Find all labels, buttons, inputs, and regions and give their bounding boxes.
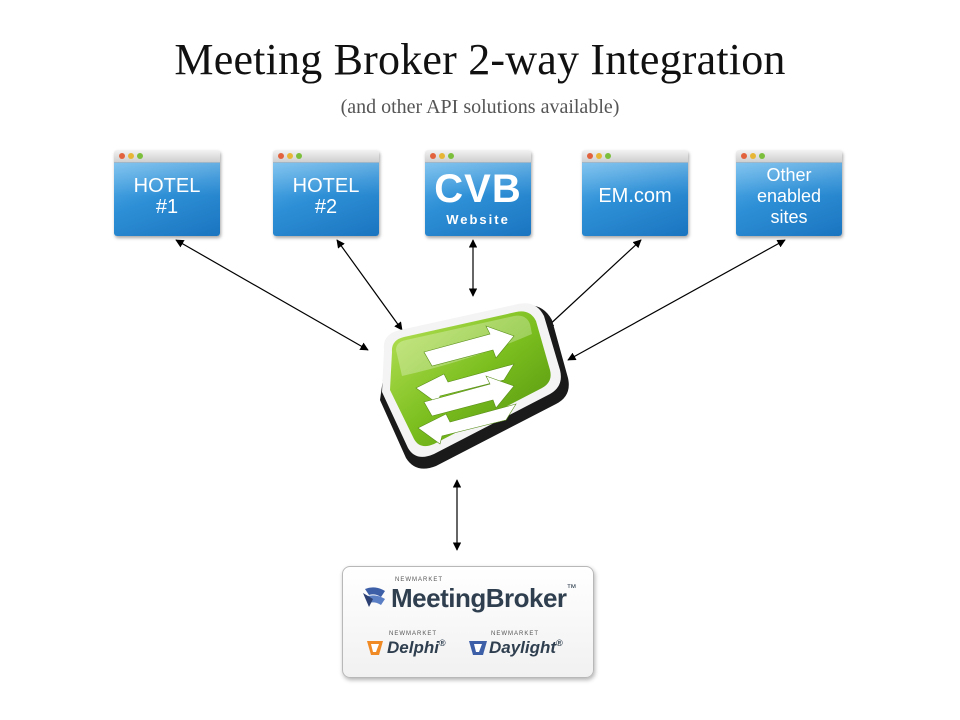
trademark-label: ™	[566, 583, 577, 594]
newmarket-small-label: NEWMARKET	[395, 577, 443, 583]
maximize-dot-icon	[605, 153, 611, 159]
meetingbroker-product: MeetingBroker™	[391, 583, 577, 614]
window-titlebar	[736, 150, 842, 163]
newmarket-small-label: NEWMARKET	[389, 631, 437, 637]
delphi-logo-icon	[367, 641, 383, 655]
maximize-dot-icon	[137, 153, 143, 159]
minimize-dot-icon	[596, 153, 602, 159]
close-dot-icon	[119, 153, 125, 159]
daylight-label: Daylight	[489, 638, 557, 657]
minimize-dot-icon	[439, 153, 445, 159]
hotel-1-line2: #1	[155, 196, 179, 218]
arrow-hotel-2	[336, 239, 403, 331]
meetingbroker-logo-icon	[363, 587, 385, 607]
maximize-dot-icon	[759, 153, 765, 159]
maximize-dot-icon	[448, 153, 454, 159]
cvb-website-card: CVB Website	[425, 150, 531, 236]
em-com-card: EM.com	[582, 150, 688, 236]
page-subtitle: (and other API solutions available)	[340, 96, 620, 118]
other-sites-line: sites	[770, 207, 808, 227]
hotel-2-card: HOTEL #2	[273, 150, 379, 236]
daylight-product: Daylight®	[489, 638, 563, 658]
minimize-dot-icon	[287, 153, 293, 159]
window-titlebar	[582, 150, 688, 163]
hotel-1-card: HOTEL #1	[114, 150, 220, 236]
page-title: Meeting Broker 2-way Integration	[174, 35, 786, 84]
cvb-sub-label: Website	[446, 212, 510, 227]
sync-hub-logo-icon	[372, 300, 572, 475]
meetingbroker-label: MeetingBroker	[391, 583, 567, 613]
close-dot-icon	[430, 153, 436, 159]
registered-label: ®	[438, 638, 446, 648]
maximize-dot-icon	[296, 153, 302, 159]
registered-label: ®	[556, 638, 563, 648]
arrow-hotel-1	[175, 239, 369, 351]
close-dot-icon	[741, 153, 747, 159]
newmarket-small-label: NEWMARKET	[491, 631, 539, 637]
arrow-other-sites	[567, 239, 786, 361]
delphi-product: Delphi®	[387, 638, 446, 658]
close-dot-icon	[278, 153, 284, 159]
delphi-label: Delphi	[387, 638, 439, 657]
window-titlebar	[425, 150, 531, 163]
newmarket-products-box: NEWMARKET MeetingBroker™ NEWMARKET Delph…	[342, 566, 594, 678]
minimize-dot-icon	[128, 153, 134, 159]
daylight-logo-icon	[469, 641, 487, 655]
minimize-dot-icon	[750, 153, 756, 159]
other-sites-card: Other enabled sites	[736, 150, 842, 236]
window-titlebar	[114, 150, 220, 163]
window-titlebar	[273, 150, 379, 163]
close-dot-icon	[587, 153, 593, 159]
hotel-2-line2: #2	[314, 196, 338, 218]
